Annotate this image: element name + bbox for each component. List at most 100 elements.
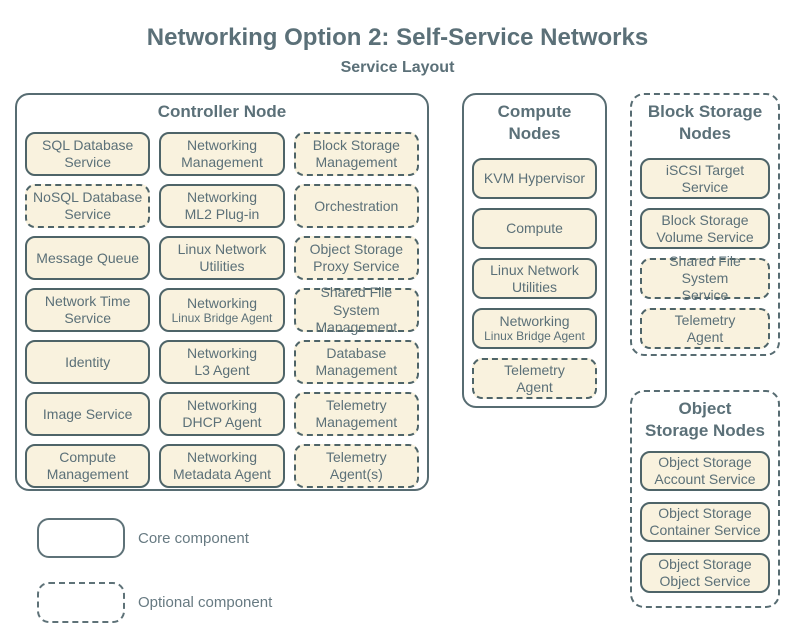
service-box-label: ML2 Plug-in — [184, 206, 260, 223]
service-box-label: Agent — [516, 378, 553, 395]
service-box-image-service: Image Service — [25, 392, 151, 437]
service-box-label: SQL Database — [42, 137, 134, 154]
service-box-label: Orchestration — [314, 197, 399, 214]
service-box-label: Utilities — [511, 278, 558, 295]
service-box-label: Utilities — [199, 258, 245, 275]
service-box-label: Networking — [186, 449, 257, 466]
service-box-label: Object Storage — [658, 505, 752, 522]
service-box-label: Service — [64, 206, 111, 223]
service-box-label: Compute — [506, 220, 563, 237]
page-subtitle: Service Layout — [340, 59, 455, 76]
service-box-label: L3 Agent — [194, 362, 250, 379]
service-box-label: DHCP Agent — [182, 414, 262, 431]
service-box-label: Linux Bridge Agent — [171, 310, 273, 325]
service-box-label: iSCSI Target — [665, 161, 745, 178]
service-box-label: Management — [315, 318, 398, 335]
service-box-label: Telemetry — [504, 361, 565, 378]
service-box-label: Networking — [186, 345, 257, 362]
service-box-label: NoSQL Database — [33, 189, 143, 206]
service-box-label: Management — [315, 414, 398, 431]
service-box-label: Telemetry — [674, 311, 736, 328]
service-box-label: Metadata Agent — [172, 466, 272, 483]
service-box-label: Networking — [186, 189, 257, 206]
service-box-label: Object Storage — [309, 241, 404, 258]
legend-core-label: Core component — [138, 529, 249, 547]
service-box-label: Service — [64, 154, 111, 171]
service-box-label: Service — [64, 310, 111, 327]
page-title: Networking Option 2: Self-Service Networ… — [146, 24, 649, 51]
service-box-label: Account Service — [654, 471, 756, 488]
service-box-label: Identity — [65, 353, 111, 370]
service-box-label: Database — [326, 345, 387, 362]
service-box-label: Block Storage — [661, 211, 749, 228]
service-box-label: Service — [681, 178, 729, 195]
legend-optional-label: Optional component — [138, 594, 273, 611]
legend-optional-row: Optional component — [37, 582, 272, 623]
service-box-label: Block Storage — [312, 137, 400, 154]
service-box-label: Object Storage — [658, 556, 752, 573]
service-box-label: Shared File System — [669, 253, 741, 287]
service-box-label: Container Service — [649, 522, 761, 539]
service-box-label: Object Storage — [658, 454, 752, 471]
service-box-label: Service — [681, 287, 729, 304]
legend-core-swatch — [37, 518, 125, 558]
service-box-compute: Compute — [472, 208, 597, 250]
service-box-label: Volume Service — [656, 228, 754, 245]
service-box-label: Object Service — [659, 573, 751, 590]
service-box-label: Management — [315, 362, 398, 379]
service-box-label: Telemetry — [325, 449, 387, 466]
service-box-label: Network Time — [44, 293, 131, 310]
service-box-label: Message Queue — [36, 249, 140, 266]
service-box-label: Linux Bridge Agent — [484, 329, 585, 344]
controller-node-title: Controller Node — [157, 102, 287, 121]
service-box-label: Agent — [686, 328, 724, 345]
service-box-label: KVM Hypervisor — [483, 170, 586, 187]
service-box-label: Shared File System — [320, 284, 393, 318]
service-box-identity: Identity — [25, 340, 151, 385]
service-box-label: Networking — [186, 397, 257, 414]
service-box-label: Management — [46, 466, 129, 483]
service-box-label: Networking — [186, 294, 257, 311]
legend-core-row: Core component — [37, 518, 249, 558]
service-box-kvm-hypervisor: KVM Hypervisor — [472, 158, 597, 200]
service-box-label: Linux Network — [490, 261, 579, 278]
service-box-label: Compute — [59, 449, 117, 466]
service-box-label: Telemetry — [325, 397, 387, 414]
service-box-label: Image Service — [42, 405, 133, 422]
